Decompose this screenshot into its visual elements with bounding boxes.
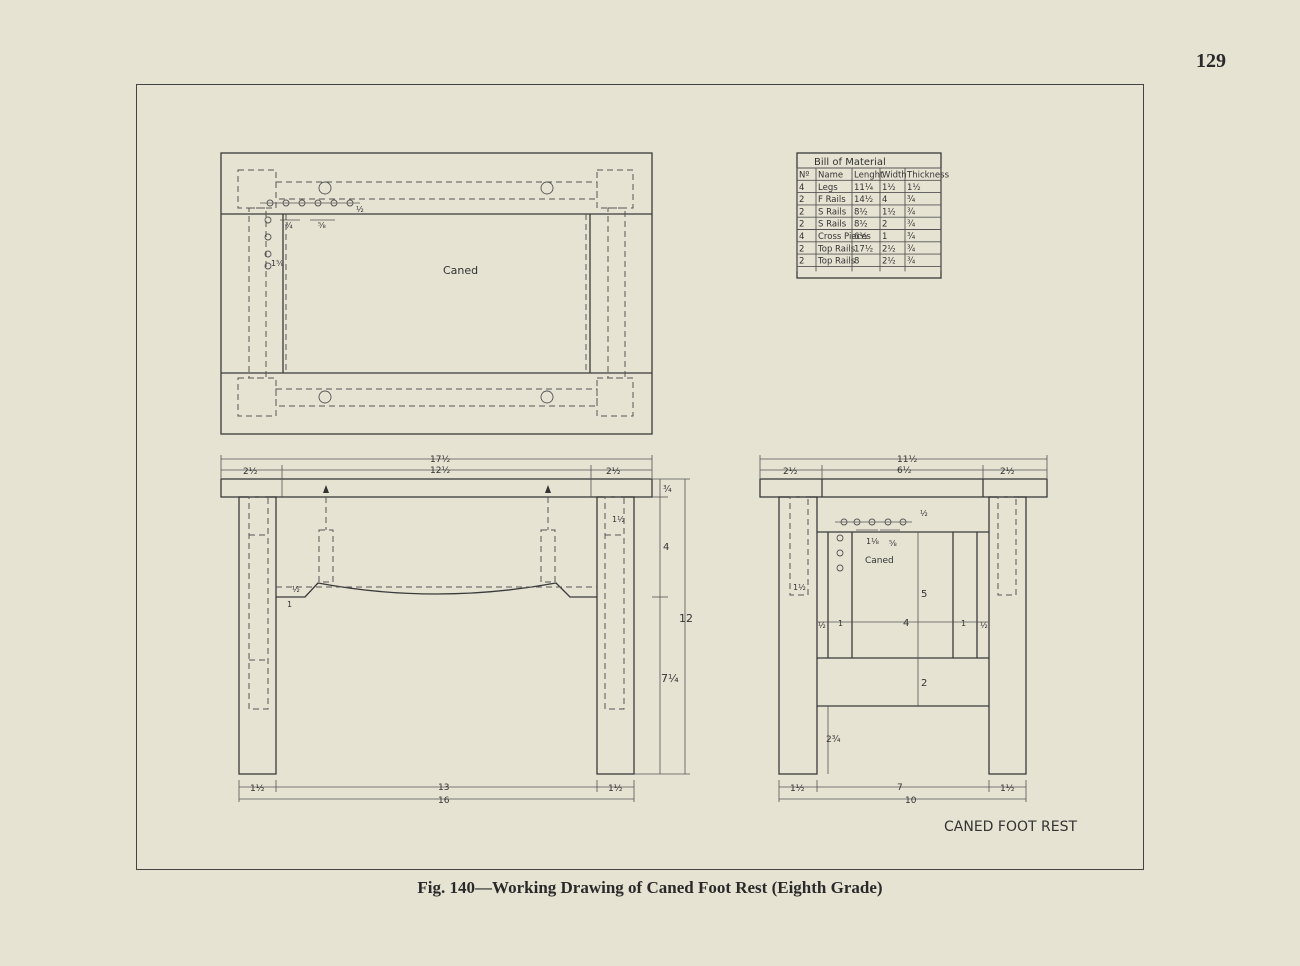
- bom-title: Bill of Material: [814, 157, 886, 168]
- side-right-overhang: 2½: [1000, 467, 1015, 477]
- bom-cell: 11¼: [854, 183, 873, 193]
- bom-cell: Legs: [818, 183, 838, 193]
- side-overall-top: 11½: [897, 455, 917, 465]
- bom-header-cell: Width: [882, 171, 907, 181]
- bom-cell: 4: [799, 232, 804, 242]
- figure-caption: Fig. 140—Working Drawing of Caned Foot R…: [417, 878, 883, 897]
- top-dim-c: ½: [356, 205, 364, 214]
- side-tenon: 1½: [793, 583, 806, 592]
- front-curve-rise: ½: [292, 585, 300, 594]
- bom-cell: 2: [882, 220, 887, 230]
- bom-cell: 2: [799, 195, 804, 205]
- front-view: 17½ 12½ 2½ 2½ ¾ 4 12 7¼ ½ 1 1½ 1½ 13 1½ …: [220, 455, 693, 806]
- side-hole-b: ⅝: [889, 539, 897, 548]
- side-left-overhang: 2½: [783, 467, 798, 477]
- front-curve-offset: 1: [287, 600, 292, 609]
- bom-cell: 2: [799, 220, 804, 230]
- drawing-frame: [136, 84, 1144, 870]
- bom-cell: ¾: [907, 207, 915, 217]
- bom-cell: 1½: [882, 183, 896, 193]
- end-view-label: Caned: [865, 556, 894, 566]
- bom-cell: ¾: [907, 220, 915, 230]
- bom-cell: 6½: [854, 232, 868, 242]
- side-leg-left: 1½: [790, 784, 805, 794]
- top-dim-b: ⅝: [318, 221, 326, 230]
- front-between-legs: 13: [438, 783, 449, 793]
- bom-cell: 2: [799, 207, 804, 217]
- side-panel: 4: [903, 618, 909, 629]
- top-view: ¾ ⅝ ½ 1⅝ Caned: [220, 152, 653, 435]
- bom-cell: 1½: [907, 183, 921, 193]
- bom-cell: 2½: [882, 257, 896, 267]
- front-left-overhang: 2½: [243, 467, 258, 477]
- front-overall-bottom: 16: [438, 796, 450, 806]
- bom-cell: ¾: [907, 257, 915, 267]
- bom-cell: 4: [799, 183, 804, 193]
- bom-cell: 4: [882, 195, 887, 205]
- side-clearance: 2¾: [826, 735, 841, 745]
- bom-cell: 17½: [854, 244, 873, 254]
- bom-cell: S Rails: [818, 207, 847, 217]
- bom-cell: 2½: [882, 244, 896, 254]
- bom-header-cell: Thickness: [906, 171, 950, 181]
- bom-cell: Cross Pieces: [818, 232, 871, 242]
- front-top-thick: ¾: [663, 485, 672, 495]
- front-overall-top: 17½: [430, 455, 450, 465]
- side-between-legs: 7: [897, 783, 903, 793]
- front-rail-depth: 4: [663, 542, 669, 553]
- drawing-title: CANED FOOT REST: [944, 819, 1077, 835]
- bom-header-cell: Nº: [799, 171, 809, 181]
- front-lower-height: 7¼: [661, 672, 679, 685]
- side-leg-right: 1½: [1000, 784, 1015, 794]
- bom-cell: F Rails: [818, 195, 846, 205]
- side-margin-left: ½: [818, 621, 826, 630]
- side-panel-height: 5: [921, 589, 927, 600]
- bom-cell: ¾: [907, 232, 915, 242]
- side-hole-top: ½: [920, 509, 928, 518]
- side-piece-left: 1: [838, 619, 843, 628]
- bom-cell: ¾: [907, 195, 915, 205]
- bom-cell: S Rails: [818, 220, 847, 230]
- bom-cell: 1½: [882, 207, 896, 217]
- front-tenon: 1½: [612, 515, 625, 524]
- bom-cell: 8½: [854, 207, 868, 217]
- side-margin-right: ½: [980, 621, 988, 630]
- side-piece-right: 1: [961, 619, 966, 628]
- top-view-label: Caned: [443, 264, 478, 277]
- side-inner-top: 6½: [897, 466, 912, 476]
- bom-header-cell: Name: [818, 171, 843, 181]
- side-hole-a: 1⅛: [866, 537, 879, 546]
- front-leg-left: 1½: [250, 784, 265, 794]
- bom-cell: 8: [854, 257, 859, 267]
- bom-cell: 2: [799, 244, 804, 254]
- side-lower-rail: 2: [921, 678, 927, 689]
- front-inner-top: 12½: [430, 466, 450, 476]
- front-leg-right: 1½: [608, 784, 623, 794]
- top-dim-d: 1⅝: [271, 259, 284, 268]
- bom-cell: 14½: [854, 195, 873, 205]
- front-right-overhang: 2½: [606, 467, 621, 477]
- bom-cell: Top Rails: [817, 257, 856, 267]
- bom-header-cell: Lenght: [854, 171, 884, 181]
- bom-cell: 2: [799, 257, 804, 267]
- bom-cell: 1: [882, 232, 887, 242]
- page-number: 129: [1196, 50, 1226, 72]
- top-dim-a: ¾: [285, 221, 293, 230]
- front-height: 12: [679, 612, 693, 625]
- bom-cell: Top Rails: [817, 244, 856, 254]
- bom-cell: 8½: [854, 220, 868, 230]
- side-overall-bottom: 10: [905, 796, 917, 806]
- bom-cell: ¾: [907, 244, 915, 254]
- end-view: ½ 1⅛ ⅝ Caned 1½ 11½ 6½ 2½ 2½ ½ 1 4 1 ½ 5…: [759, 455, 1048, 806]
